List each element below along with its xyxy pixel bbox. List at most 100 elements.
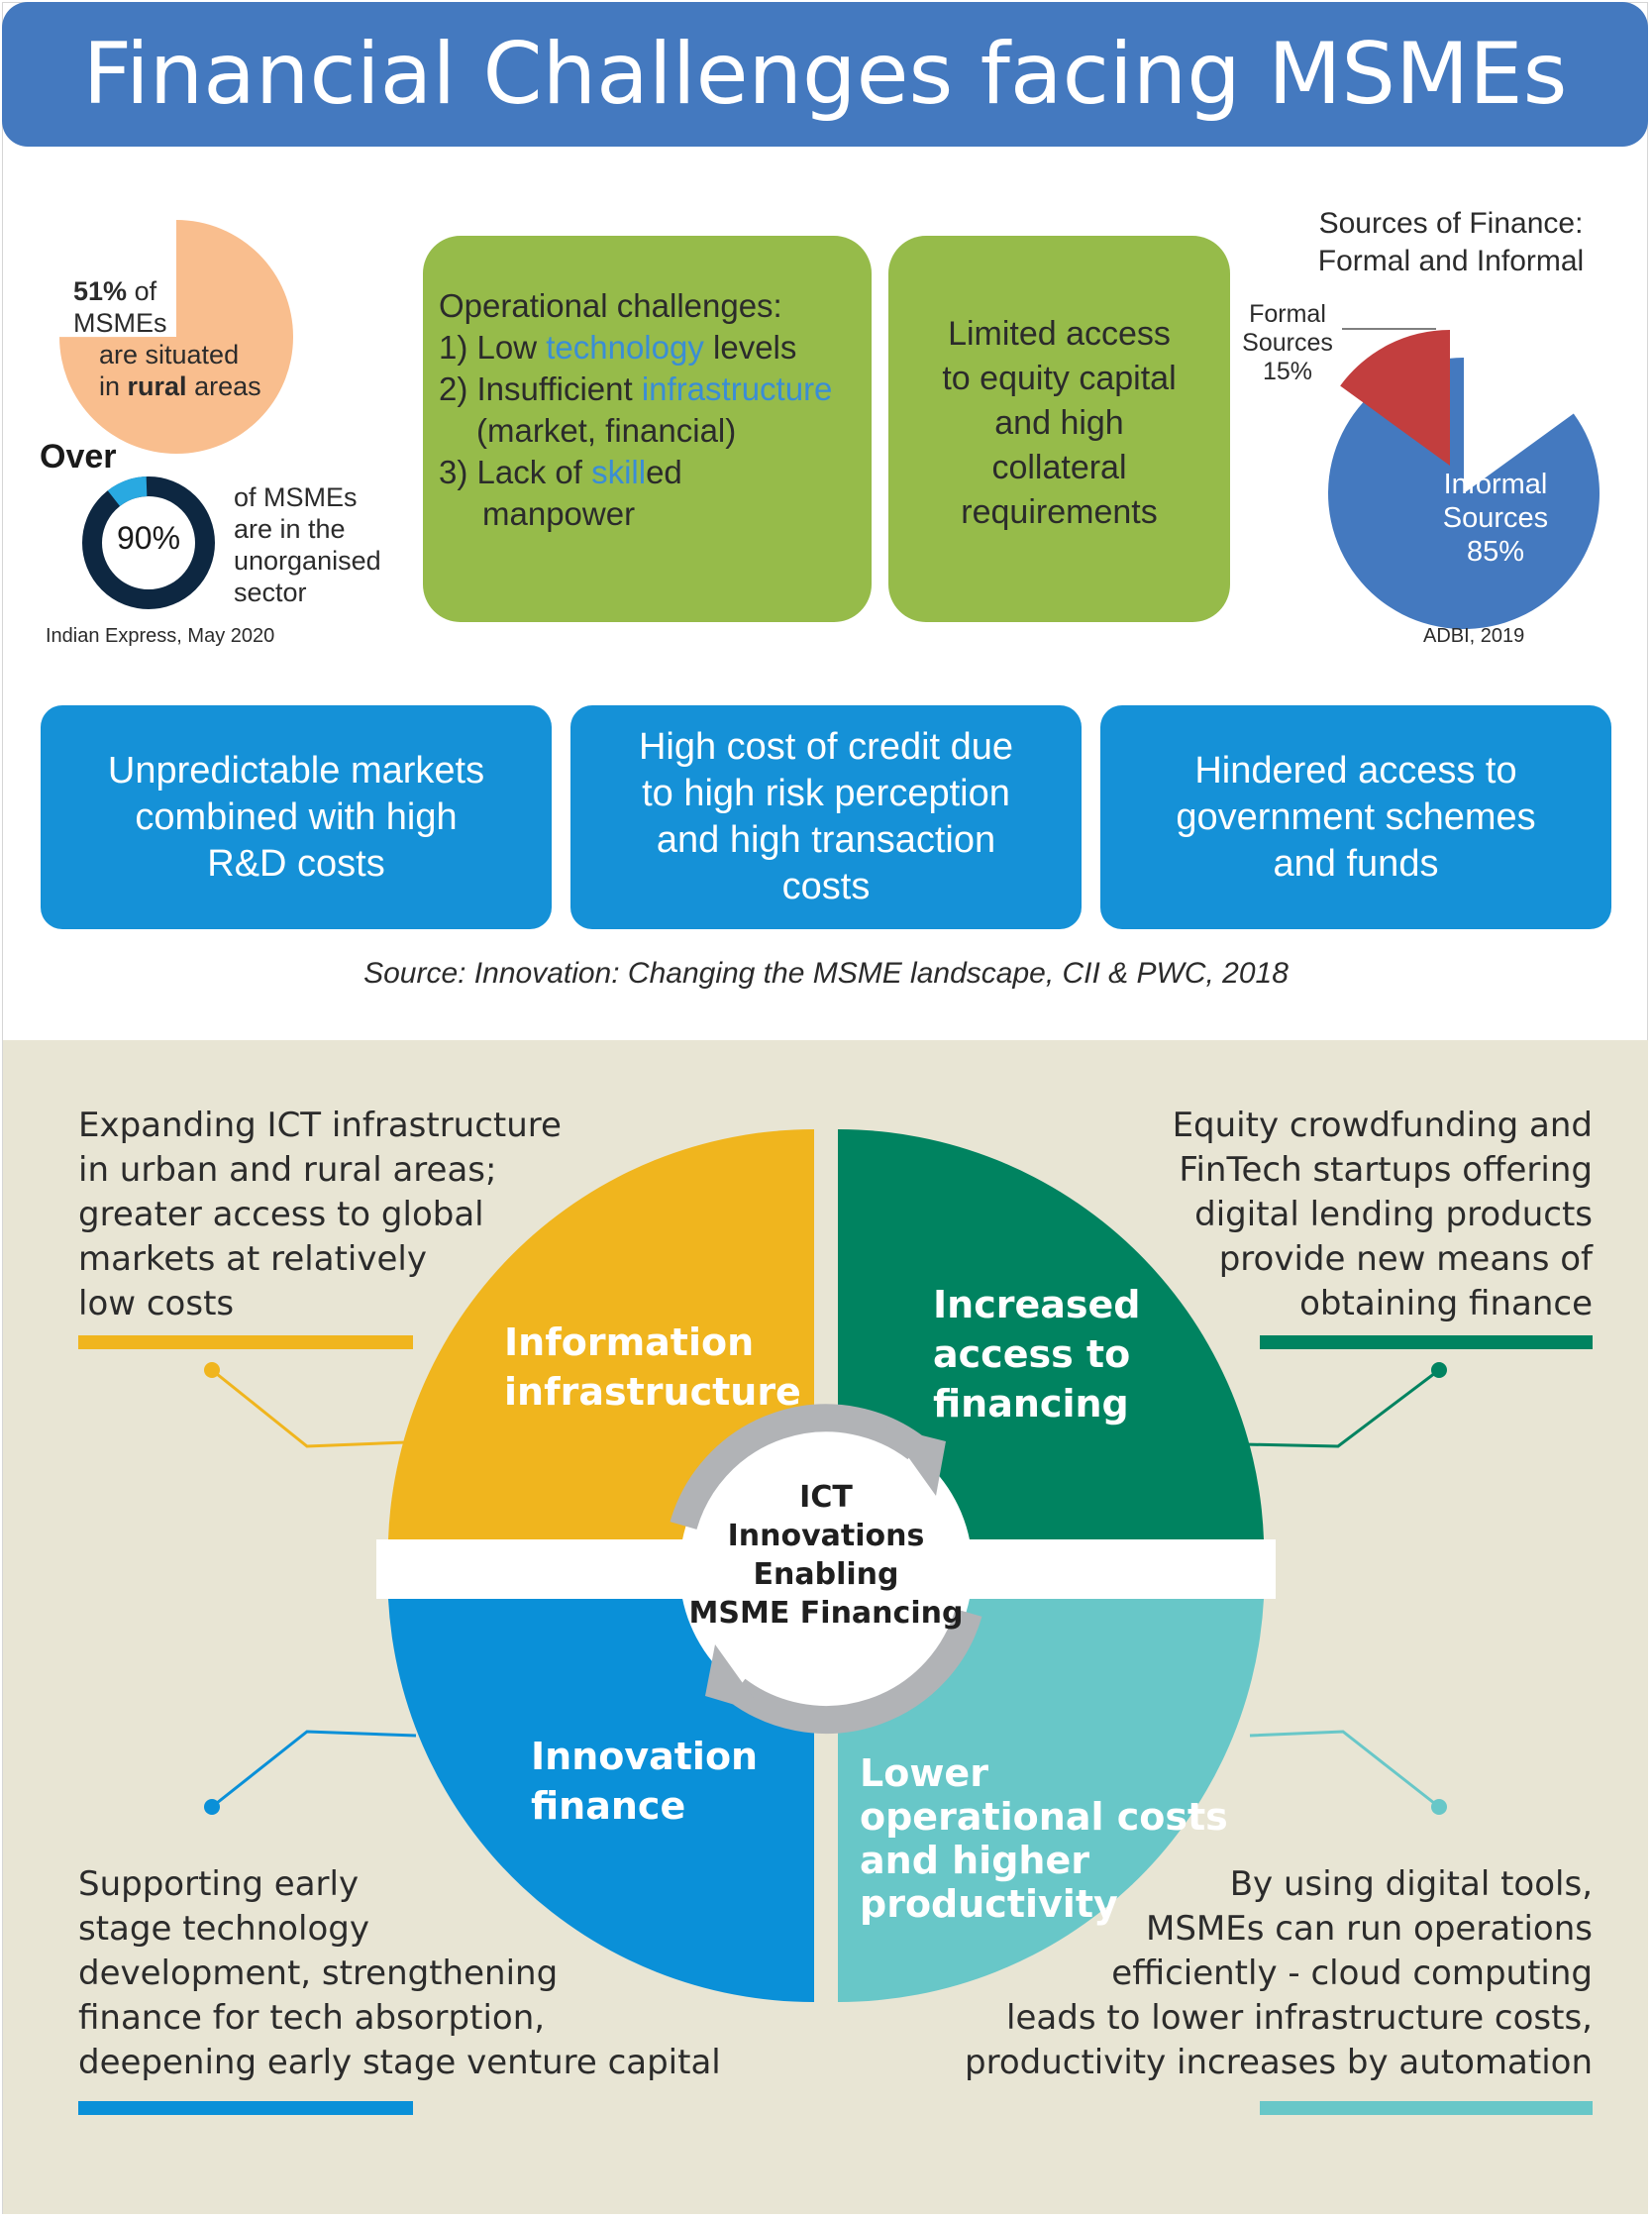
formal-label: Formal Sources 15%	[1233, 300, 1342, 386]
lower-l4: productivity	[860, 1882, 1118, 1926]
connector-bottom-left	[211, 1730, 417, 1809]
rural-stat-text: 51% of MSMEs are situated in rural areas	[73, 275, 301, 402]
challenge-box-credit: High cost of credit due to high risk per…	[570, 705, 1082, 929]
equity-line5: requirements	[961, 493, 1158, 531]
desc-br-4: productivity increases by automation	[965, 2043, 1593, 2082]
center-l4: MSME Financing	[688, 1596, 964, 1631]
op-item2-highlight: infrastructure	[641, 370, 833, 407]
connector-dot-top-left	[204, 1362, 220, 1378]
lower-l3: and higher	[860, 1839, 1089, 1882]
desc-tl-4: low costs	[78, 1284, 235, 1323]
op-item1-highlight: technology	[546, 329, 704, 366]
desc-bottom-right: By using digital tools, MSMEs can run op…	[951, 1862, 1593, 2085]
challenge2-l1: High cost of credit due	[638, 726, 1014, 768]
unorganised-stat-text: of MSMEs are in the unorganised sector	[234, 481, 381, 608]
center-l3: Enabling	[753, 1557, 899, 1592]
challenge2-l3: and high transaction	[656, 819, 996, 861]
challenge3-l2: government schemes	[1176, 795, 1536, 838]
quadrant-lower-costs	[838, 1599, 1264, 2003]
desc-tr-4: obtaining finance	[1299, 1284, 1593, 1323]
desc-top-right: Equity crowdfunding and FinTech startups…	[1089, 1104, 1593, 1326]
desc-br-2: efficiently - cloud computing	[1111, 1954, 1593, 1993]
info-l1: Information	[504, 1320, 755, 1364]
lower-l1: Lower	[860, 1751, 988, 1795]
op-item3-cont: manpower	[482, 495, 636, 532]
finance-sources-pie	[1328, 328, 1600, 629]
innovation-l1: Innovation	[531, 1735, 759, 1778]
quadrant-title-innovation: Innovation finance	[531, 1732, 758, 1831]
formal-l1: Formal	[1249, 300, 1326, 328]
center-l2: Innovations	[727, 1519, 925, 1553]
desc-br-3: leads to lower infrastructure costs,	[1006, 1998, 1593, 2038]
op-item2-cont: (market, financial)	[476, 412, 737, 449]
op-item3-suffix: ed	[646, 454, 682, 490]
formal-slice	[1340, 330, 1450, 466]
rural-msmes: MSMEs	[73, 308, 167, 338]
title-banner: Financial Challenges facing MSMEs	[2, 2, 1648, 147]
informal-pct: 85%	[1466, 536, 1525, 568]
rural-line4b: rural	[127, 371, 187, 401]
challenge3-l1: Hindered access to	[1194, 749, 1517, 792]
bar-top-right	[1260, 1335, 1593, 1349]
rural-pie-slice	[59, 220, 293, 454]
access-l1: Increased	[933, 1283, 1141, 1326]
challenge1-l2: combined with high	[135, 795, 458, 838]
equity-line1: Limited access	[948, 315, 1171, 353]
rural-line4c: areas	[194, 371, 261, 401]
unorg-line2: are in the	[234, 514, 346, 544]
operational-heading: Operational challenges:	[439, 287, 782, 324]
connector-bottom-right	[1249, 1730, 1440, 1809]
informal-label: Informal Sources 85%	[1426, 468, 1565, 569]
rural-line3: are situated	[99, 340, 240, 370]
connector-top-right	[1243, 1368, 1440, 1448]
formal-pct: 15%	[1262, 358, 1313, 385]
bar-top-left	[78, 1335, 413, 1349]
equity-access-box: Limited access to equity capital and hig…	[888, 236, 1230, 622]
formal-l2: Sources	[1242, 329, 1333, 357]
donut-base	[82, 476, 215, 609]
connector-dot-top-right	[1431, 1362, 1447, 1378]
quadrant-title-access: Increased access to financing	[933, 1280, 1140, 1428]
desc-tr-1: FinTech startups offering	[1179, 1150, 1593, 1190]
quadrant-access-financing	[838, 1128, 1264, 1539]
innovation-l2: finance	[531, 1784, 686, 1828]
op-item1-prefix: 1) Low	[439, 329, 547, 366]
desc-tr-3: provide new means of	[1218, 1239, 1593, 1279]
connector-top-left	[211, 1368, 407, 1448]
rural-pct: 51%	[73, 276, 128, 306]
equity-line2: to equity capital	[942, 360, 1177, 397]
challenge-box-markets: Unpredictable markets combined with high…	[41, 705, 552, 929]
op-item3-prefix: 3) Lack of	[439, 454, 592, 490]
equity-line4: collateral	[991, 449, 1127, 486]
unorg-line4: sector	[234, 578, 307, 607]
desc-bl-2: development, strengthening	[78, 1954, 559, 1993]
desc-bl-1: stage technology	[78, 1909, 369, 1949]
op-item1-suffix: levels	[703, 329, 797, 366]
rural-pie	[59, 220, 293, 454]
informal-l2: Sources	[1442, 502, 1549, 534]
page-title: Financial Challenges facing MSMEs	[82, 25, 1568, 124]
quadrant-innovation-finance	[388, 1599, 814, 2003]
desc-tr-2: digital lending products	[1194, 1195, 1593, 1234]
bar-bottom-right	[1260, 2101, 1593, 2115]
ict-quadrant-diagram	[204, 1109, 1447, 2021]
finance-title-l2: Formal and Informal	[1317, 245, 1585, 277]
challenge2-l4: costs	[781, 866, 871, 907]
donut-value: 90%	[116, 520, 181, 556]
desc-br-0: By using digital tools,	[1229, 1864, 1593, 1904]
lower-l2: operational costs	[860, 1795, 1228, 1839]
op-item2-prefix: 2) Insufficient	[439, 370, 642, 407]
desc-bl-0: Supporting early	[78, 1864, 360, 1904]
rural-of: of	[134, 276, 157, 306]
desc-bottom-left: Supporting early stage technology develo…	[78, 1862, 721, 2085]
challenge-box-schemes: Hindered access to government schemes an…	[1100, 705, 1611, 929]
stats-source: Indian Express, May 2020	[46, 625, 275, 647]
cycle-arrowhead-top	[886, 1426, 946, 1496]
rural-line4a: in	[99, 371, 121, 401]
operational-challenges-box: Operational challenges: 1) Low technolog…	[423, 236, 872, 622]
center-l1: ICT	[799, 1480, 853, 1515]
desc-tl-2: greater access to global	[78, 1195, 484, 1234]
desc-tr-0: Equity crowdfunding and	[1172, 1106, 1593, 1145]
bar-bottom-left	[78, 2101, 413, 2115]
center-label: ICT Innovations Enabling MSME Financing	[677, 1478, 975, 1633]
